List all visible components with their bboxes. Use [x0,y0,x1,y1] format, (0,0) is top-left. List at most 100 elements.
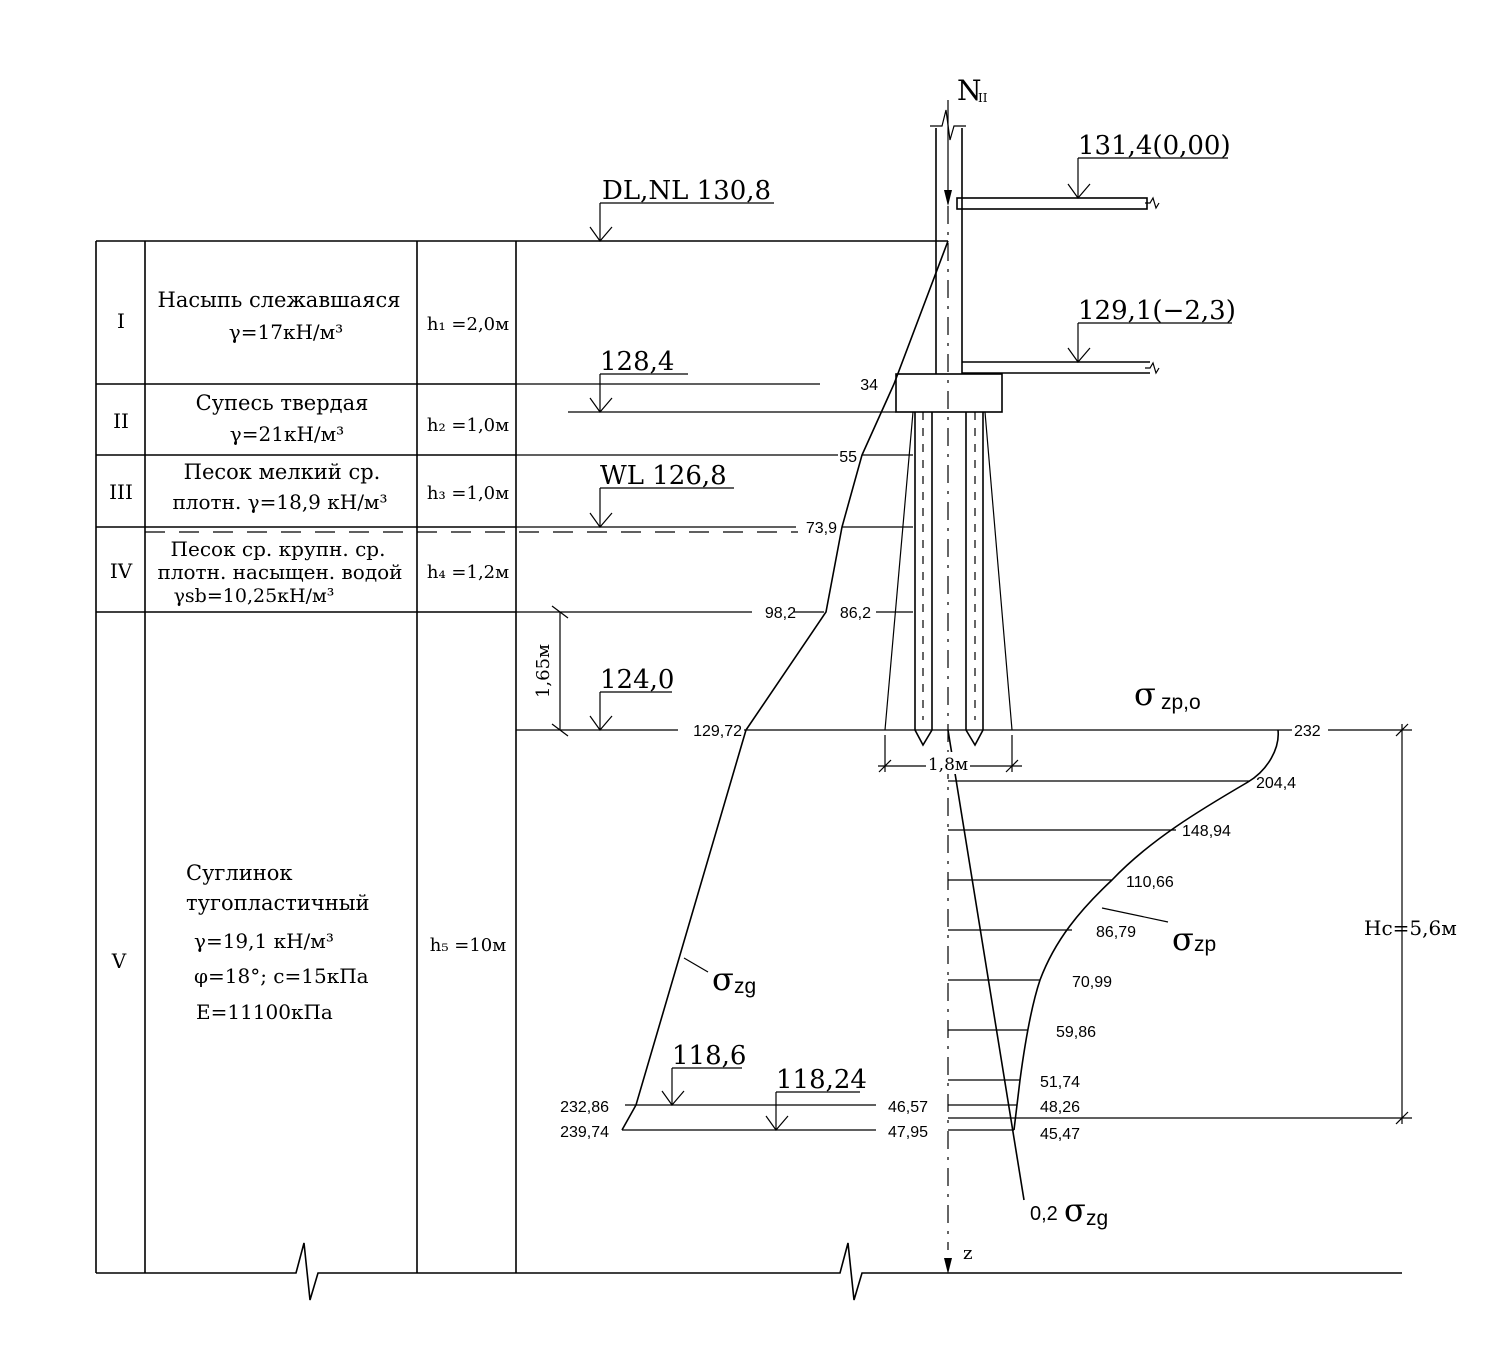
sigma-zg-value: 55 [839,449,857,466]
svg-text:σ: σ [1172,920,1194,958]
elevation-marker-ground: DL,NL 130,8 [589,176,774,242]
svg-text:σ: σ [1064,1191,1086,1229]
layer-thickness: h₂ =1,0м [427,415,509,436]
sigma-zp-value: 59,86 [1056,1024,1096,1041]
soil-name: Супесь твердая [196,391,369,415]
layer-1: I Насыпь слежавшаяся γ=17кН/м³ h₁ =2,0м [117,288,509,344]
ratio-value: 46,57 [888,1099,928,1116]
svg-text:129,1(−2,3): 129,1(−2,3) [1078,296,1236,326]
svg-text:131,4(0,00): 131,4(0,00) [1078,131,1231,161]
svg-text:1,65м: 1,65м [533,644,554,698]
load-sub: II [978,91,988,105]
dimension-pile-length: 1,65м [533,605,569,737]
svg-text:σ: σ [712,960,734,998]
sigma-zg-value: 34 [860,377,878,394]
soil-consistency: тугопластичный [186,891,369,915]
soil-unit-weight: γ=17кН/м³ [229,320,343,344]
sigma-zp-value: 232 [1294,723,1321,740]
layer-number: II [113,409,129,433]
soil-name: Суглинок [186,861,293,885]
layer-number: V [111,949,127,973]
dimension-width: 1,8м [878,735,1022,775]
layer-thickness: h₁ =2,0м [427,314,509,335]
soil-table [95,240,1402,1301]
layer-4: IV Песок ср. крупн. ср. плотн. насыщен. … [110,537,509,607]
svg-text:zg: zg [1086,1207,1108,1230]
sigma-zp-value: 148,94 [1182,823,1231,840]
sigma-zg-value: 129,72 [693,723,742,740]
soil-saturation: плотн. насыщен. водой [157,560,402,584]
layer-thickness: h₄ =1,2м [427,562,509,583]
sigma-zp-value: 110,66 [1126,874,1174,891]
soil-unit-weight: γsb=10,25кН/м³ [174,585,335,607]
elevation-marker-water: WL 126,8 [589,461,734,528]
sigma-zp-value: 204,4 [1256,775,1296,792]
sigma-zp-values: 232 204,4 148,94 110,66 86,79 70,99 59,8… [1040,723,1321,1143]
elevation-marker-bottom-1: 118,6 [661,1041,746,1106]
sigma-zp-value: 51,74 [1040,1074,1080,1091]
svg-text:1,8м: 1,8м [928,755,968,775]
soil-unit-weight: γ=21кН/м³ [230,422,344,446]
layer-thickness: h₃ =1,0м [427,483,509,504]
floor-slabs [956,196,1160,375]
soil-density: плотн. γ=18,9 кН/м³ [172,490,387,514]
layer-3: III Песок мелкий ср. плотн. γ=18,9 кН/м³… [109,460,509,514]
elevation-marker-bottom-2: 118,24 [765,1065,867,1131]
sigma-zg-value: 86,2 [840,605,871,622]
elevation-lines [145,383,1412,1131]
soil-name: Насыпь слежавшаяся [158,288,401,312]
sigma-zp-value: 48,26 [1040,1099,1080,1116]
svg-text:Hc=5,6м: Hc=5,6м [1364,916,1457,940]
soil-name: Песок мелкий ср. [184,460,381,484]
label-sigma-zp0: σ zp,o [1134,675,1201,714]
soil-unit-weight: γ=19,1 кН/м³ [194,929,334,953]
ratio-line [947,729,1025,1201]
layer-number: I [117,309,125,333]
label-ratio: 0,2 σ zg [1030,1191,1108,1230]
sigma-zg-value: 98,2 [765,605,796,622]
soil-name: Песок ср. крупн. ср. [171,537,386,561]
svg-text:σ: σ [1134,675,1156,713]
sigma-zg-line [621,240,949,1131]
elevation-marker-cap: 128,4 [589,347,688,413]
pile-cap [895,373,1003,413]
svg-text:zp,o: zp,o [1161,691,1201,714]
sigma-zg-value: 232,86 [560,1099,609,1116]
z-axis-label: z [963,1243,972,1264]
elevation-marker-pile-tip: 124,0 [589,665,674,731]
svg-text:zg: zg [734,975,756,998]
svg-text:zp: zp [1194,933,1216,956]
layer-5: V Суглинок тугопластичный γ=19,1 кН/м³ φ… [111,861,506,1024]
soil-modulus: E=11100кПа [196,1000,333,1024]
svg-text:DL,NL 130,8: DL,NL 130,8 [602,176,771,206]
layer-2: II Супесь твердая γ=21кН/м³ h₂ =1,0м [113,391,509,446]
svg-text:118,24: 118,24 [776,1065,867,1095]
column: N II [930,74,988,374]
z-axis-arrow [944,1258,952,1274]
sigma-zp-value: 70,99 [1072,974,1112,991]
sigma-zg-value: 73,9 [806,520,837,537]
label-sigma-zp: σ zp [1101,907,1216,958]
layer-thickness: h₅ =10м [430,935,507,956]
label-sigma-zg: σ zg [683,957,756,998]
sigma-zp-value: 86,79 [1096,924,1136,941]
elevation-marker-top: 131,4(0,00) [1067,131,1231,199]
svg-text:118,6: 118,6 [672,1041,746,1071]
elevation-marker-basement: 129,1(−2,3) [1067,296,1236,363]
layer-number: III [109,480,133,504]
sigma-zp-ordinates [948,780,1250,1131]
sigma-zp-value: 45,47 [1040,1126,1080,1143]
svg-text:128,4: 128,4 [600,347,674,377]
svg-text:WL 126,8: WL 126,8 [600,461,727,491]
ratio-values: 46,57 47,95 [888,1099,928,1141]
load-label: N [957,74,982,107]
layer-number: IV [110,559,133,583]
ratio-value: 47,95 [888,1124,928,1141]
svg-text:0,2: 0,2 [1030,1203,1058,1225]
dimension-compressible-depth: Hc=5,6м [1364,723,1457,1125]
sigma-zg-value: 239,74 [560,1124,609,1141]
piles [884,411,1013,747]
sigma-zg-values: 34 55 73,9 86,2 98,2 129,72 232,86 239,7… [560,377,878,1141]
soil-strength: φ=18°; c=15кПа [194,964,369,988]
